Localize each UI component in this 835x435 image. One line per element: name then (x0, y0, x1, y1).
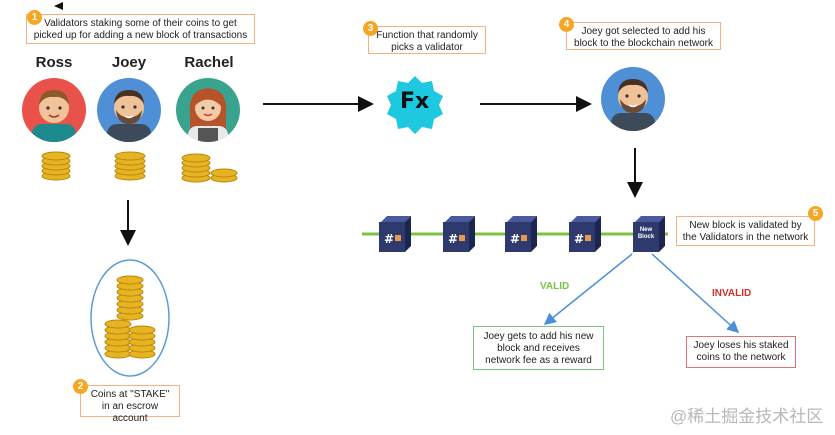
function-symbol: Fx (400, 89, 430, 114)
step3-text: Function that randomly picks a validator (376, 30, 478, 53)
step2-callout: Coins at "STAKE" in an escrow account (80, 385, 180, 424)
svg-text:#: # (510, 232, 520, 246)
watermark: @稀土掘金技术社区 (670, 407, 824, 426)
step2-text: Coins at "STAKE" in an escrow account (90, 389, 170, 424)
validator-name-joey: Joey (111, 54, 147, 71)
ross-face-icon (32, 90, 76, 142)
rachel-avatar (176, 78, 240, 142)
step1-text: Validators staking some of their coins t… (33, 18, 248, 41)
invalid-outcome-text: Joey loses his staked coins to the netwo… (693, 340, 789, 363)
joey-coins-icon (114, 151, 146, 181)
new-block: New Block (631, 216, 665, 252)
function-badge-icon (387, 76, 443, 134)
chain-block-1-icon: # (379, 216, 411, 252)
arrow-valid (543, 253, 633, 325)
svg-text:#: # (384, 232, 394, 246)
chain-block-2-icon: # (443, 216, 475, 252)
rachel-face-icon (188, 88, 228, 142)
escrow-coins-icon (104, 275, 156, 359)
svg-text:#: # (448, 232, 458, 246)
joey-avatar (97, 78, 161, 142)
step5-text: New block is validated by the Validators… (682, 220, 809, 243)
new-block-label: New Block (637, 227, 655, 240)
valid-label: VALID (540, 281, 570, 292)
validator-name-rachel: Rachel (184, 54, 234, 71)
chain-block-4-icon: # (569, 216, 601, 252)
rachel-coins-icon (181, 153, 238, 183)
joey-face-icon (107, 90, 151, 142)
ross-avatar (22, 78, 86, 142)
step4-text: Joey got selected to add his block to th… (574, 26, 713, 49)
step3-callout: Function that randomly picks a validator (368, 26, 486, 54)
valid-outcome-callout: Joey gets to add his new block and recei… (473, 326, 604, 370)
escrow-account (90, 259, 170, 377)
arrow-invalid (651, 253, 740, 334)
valid-outcome-text: Joey gets to add his new block and recei… (483, 331, 594, 366)
selected-joey-face-icon (611, 79, 655, 131)
svg-text:#: # (574, 232, 584, 246)
corner-arrow (54, 2, 63, 10)
validator-name-ross: Ross (35, 54, 73, 71)
step5-callout: New block is validated by the Validators… (676, 216, 815, 246)
chain-block-3-icon: # (505, 216, 537, 252)
step4-badge: 4 (559, 17, 574, 32)
step3-badge: 3 (363, 21, 378, 36)
ross-coins-icon (41, 151, 71, 181)
invalid-outcome-callout: Joey loses his staked coins to the netwo… (686, 336, 796, 368)
invalid-label: INVALID (712, 288, 752, 299)
step2-badge: 2 (73, 379, 88, 394)
step1-callout: Validators staking some of their coins t… (26, 14, 255, 44)
new-block-icon (633, 216, 665, 252)
step1-badge: 1 (27, 10, 42, 25)
step5-badge: 5 (808, 206, 823, 221)
step4-callout: Joey got selected to add his block to th… (566, 22, 721, 50)
selected-joey-avatar (601, 67, 665, 131)
